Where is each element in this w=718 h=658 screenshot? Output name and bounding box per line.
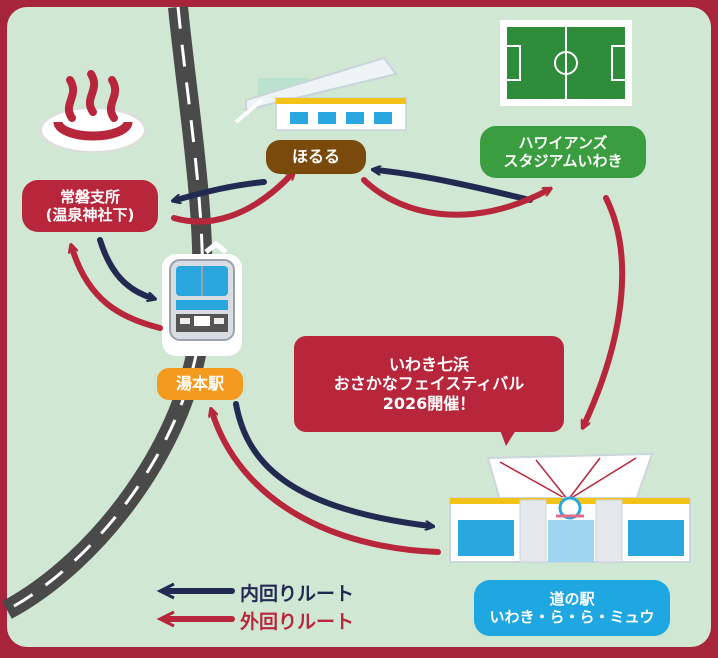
josai-label[interactable]: 常磐支所 (温泉神社下) xyxy=(22,180,158,232)
hawaiians-label[interactable]: ハワイアンズ スタジアムいわき xyxy=(480,126,646,178)
legend-outer-label: 外回りルート xyxy=(240,611,355,633)
train-icon xyxy=(162,240,242,356)
outer-route xyxy=(72,174,626,555)
festival-bubble xyxy=(294,336,564,446)
michinoeki-label[interactable]: 道の駅 いわき・ら・ら・ミュウ xyxy=(474,580,670,636)
museum-building-icon xyxy=(234,56,407,131)
inner-route xyxy=(97,170,533,526)
legend-outer: 外回りルート xyxy=(240,607,354,634)
hotaru-label[interactable]: ほるる xyxy=(266,140,366,174)
festival-text: いわき七浜 おさかなフェイスティバル 2026開催！ xyxy=(333,355,525,413)
hot-spring-icon xyxy=(40,70,146,153)
legend-inner: 内回りルート xyxy=(240,579,354,606)
yumoto-label[interactable]: 湯本駅 xyxy=(157,368,243,400)
soccer-field-icon xyxy=(500,20,632,106)
market-building-icon xyxy=(449,452,691,563)
legend-inner-arrow xyxy=(156,582,235,600)
legend-outer-arrow xyxy=(156,610,235,628)
legend-inner-label: 内回りルート xyxy=(240,583,355,605)
